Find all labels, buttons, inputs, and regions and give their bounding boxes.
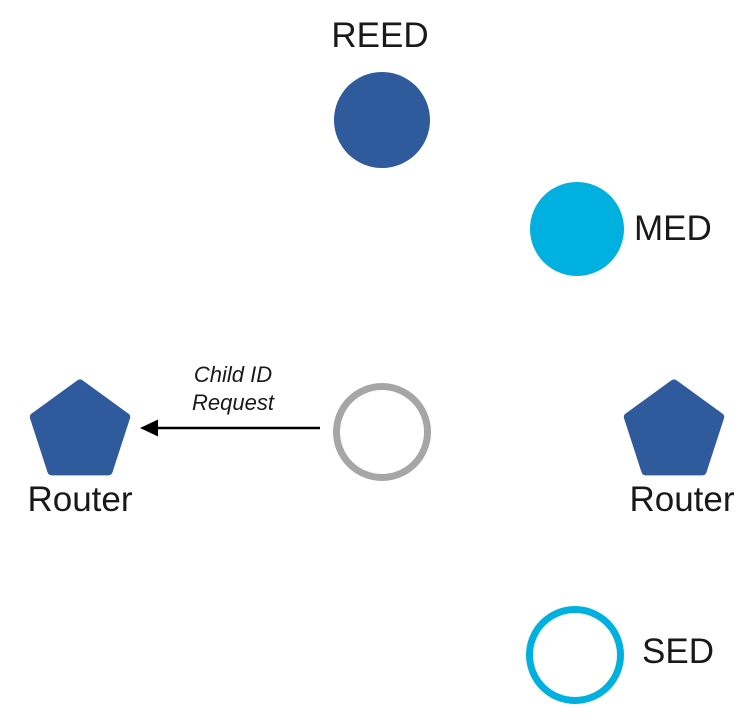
router-left-node-icon <box>29 379 131 476</box>
joiner-node-icon <box>333 383 431 481</box>
annotation-line-2: Request <box>192 390 274 415</box>
child-id-request-arrow <box>140 419 320 437</box>
router-left-label: Router <box>27 480 133 519</box>
sed-node-icon <box>526 606 624 704</box>
router-right-node-icon <box>623 379 725 476</box>
reed-circle <box>334 72 430 168</box>
router-right-label: Router <box>629 480 735 519</box>
child-id-request-annotation: Child ID Request <box>133 361 333 417</box>
router-left-pentagon <box>29 379 131 476</box>
arrow-head <box>140 419 158 437</box>
router-right-pentagon <box>623 379 725 476</box>
med-node-icon <box>530 182 624 276</box>
sed-label: SED <box>642 632 714 671</box>
sed-circle <box>526 606 624 704</box>
reed-label: REED <box>331 16 429 55</box>
joiner-circle <box>333 383 431 481</box>
reed-node-icon <box>334 72 430 168</box>
med-label: MED <box>634 209 712 248</box>
annotation-line-1: Child ID <box>193 362 273 387</box>
med-circle <box>530 182 624 276</box>
